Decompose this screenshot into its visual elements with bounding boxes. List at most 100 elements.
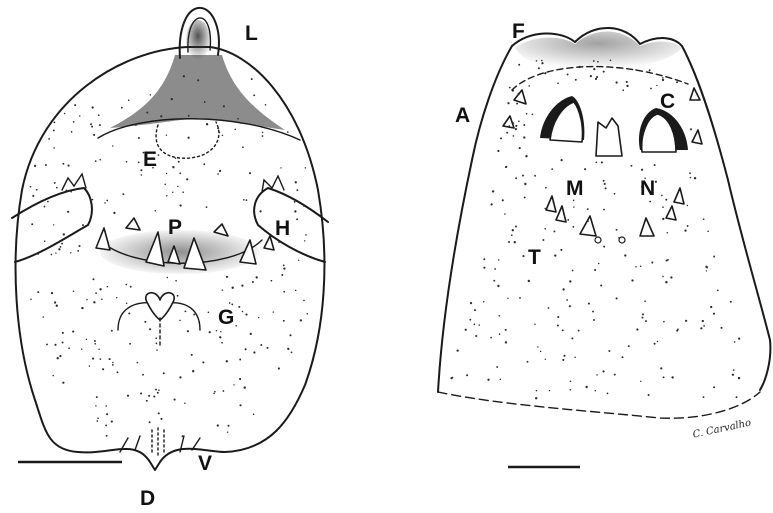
stipple-dot bbox=[305, 167, 306, 168]
stipple-dot bbox=[104, 202, 105, 203]
stipple-dot bbox=[534, 323, 536, 325]
stipple-dot bbox=[258, 317, 259, 318]
stipple-dot bbox=[251, 78, 253, 80]
stipple-dot bbox=[43, 199, 45, 201]
stipple-dot bbox=[90, 123, 92, 125]
stipple-dot bbox=[54, 301, 56, 303]
stipple-dot bbox=[287, 348, 289, 350]
stipple-dot bbox=[219, 170, 221, 172]
stipple-dot bbox=[553, 230, 555, 232]
stipple-dot bbox=[96, 420, 98, 422]
stipple-dot bbox=[483, 301, 485, 303]
stipple-dot bbox=[504, 213, 506, 215]
stipple-dot bbox=[250, 333, 252, 335]
stipple-dot bbox=[179, 376, 181, 378]
stipple-dot bbox=[160, 115, 162, 117]
stipple-dot bbox=[705, 266, 707, 268]
stipple-dot bbox=[505, 166, 507, 168]
right-body-outline bbox=[438, 46, 512, 392]
stipple-dot bbox=[93, 301, 95, 303]
stipple-dot bbox=[584, 168, 586, 170]
stipple-dot bbox=[95, 405, 96, 406]
stipple-dot bbox=[296, 189, 298, 191]
stipple-dot bbox=[56, 187, 58, 189]
stipple-dot bbox=[573, 206, 574, 207]
stipple-dot bbox=[99, 159, 101, 161]
stipple-dot bbox=[68, 347, 70, 349]
stipple-dot bbox=[505, 341, 507, 343]
stipple-dot bbox=[702, 320, 704, 322]
stipple-dot bbox=[551, 168, 553, 170]
stipple-dot bbox=[106, 413, 108, 415]
stipple-dot bbox=[570, 380, 572, 382]
stipple-dot bbox=[518, 64, 520, 66]
stipple-dot bbox=[45, 164, 47, 166]
stipple-dot bbox=[94, 340, 96, 342]
stipple-dot bbox=[496, 366, 498, 368]
stipple-dot bbox=[155, 337, 157, 339]
stipple-dot bbox=[116, 297, 117, 298]
stipple-dot bbox=[684, 229, 686, 231]
stipple-dot bbox=[260, 344, 262, 346]
stipple-dot bbox=[654, 343, 656, 345]
stipple-dot bbox=[514, 241, 516, 243]
stipple-dot bbox=[70, 252, 71, 253]
stipple-dot bbox=[183, 75, 185, 77]
stipple-dot bbox=[146, 400, 148, 402]
right-bottom-edge bbox=[438, 392, 760, 418]
stipple-dot bbox=[567, 219, 569, 221]
stipple-dot bbox=[209, 331, 211, 333]
stipple-dot bbox=[166, 195, 168, 197]
stipple-dot bbox=[671, 376, 673, 378]
stipple-dot bbox=[67, 211, 69, 213]
stipple-dot bbox=[592, 311, 594, 313]
stipple-dot bbox=[59, 355, 61, 357]
stipple-dot bbox=[91, 126, 93, 128]
stipple-dot bbox=[283, 320, 285, 322]
stipple-dot bbox=[283, 264, 285, 266]
stipple-dot bbox=[51, 254, 53, 256]
stipple-dot bbox=[289, 334, 291, 336]
stipple-dot bbox=[545, 359, 546, 360]
stipple-dot bbox=[129, 343, 131, 345]
stipple-dot bbox=[614, 193, 616, 195]
stipple-dot bbox=[140, 392, 142, 394]
stipple-dot bbox=[513, 122, 515, 124]
stipple-dot bbox=[662, 77, 664, 79]
stipple-dot bbox=[492, 190, 494, 192]
stipple-dot bbox=[283, 291, 285, 293]
stipple-dot bbox=[206, 123, 208, 125]
stipple-dot bbox=[524, 196, 526, 198]
stipple-dot bbox=[640, 381, 641, 382]
stipple-dot bbox=[703, 325, 705, 327]
stipple-dot bbox=[522, 175, 524, 177]
stipple-dot bbox=[483, 267, 485, 269]
stipple-dot bbox=[616, 297, 618, 299]
stipple-dot bbox=[245, 314, 247, 316]
stipple-dot bbox=[703, 218, 705, 220]
stipple-dot bbox=[500, 137, 502, 139]
stipple-dot bbox=[519, 297, 521, 299]
stipple-dot bbox=[262, 132, 263, 133]
stipple-dot bbox=[281, 274, 283, 276]
stipple-dot bbox=[128, 313, 130, 315]
stipple-dot bbox=[102, 368, 104, 370]
stipple-dot bbox=[31, 223, 33, 225]
stipple-dot bbox=[65, 189, 67, 191]
stipple-dot bbox=[541, 62, 543, 64]
stipple-dot bbox=[685, 320, 687, 322]
stipple-dot bbox=[515, 225, 517, 227]
stipple-dot bbox=[593, 60, 595, 62]
stipple-dot bbox=[192, 370, 194, 372]
stipple-dot bbox=[600, 284, 602, 286]
stipple-dot bbox=[291, 352, 293, 354]
stipple-dot bbox=[534, 175, 536, 177]
stipple-dot bbox=[61, 243, 63, 245]
stipple-dot bbox=[111, 330, 113, 332]
stipple-dot bbox=[158, 390, 160, 392]
stipple-dot bbox=[676, 330, 678, 332]
stipple-dot bbox=[98, 348, 100, 350]
stipple-dot bbox=[662, 206, 664, 208]
stipple-dot bbox=[130, 286, 132, 288]
stipple-dot bbox=[303, 300, 305, 302]
